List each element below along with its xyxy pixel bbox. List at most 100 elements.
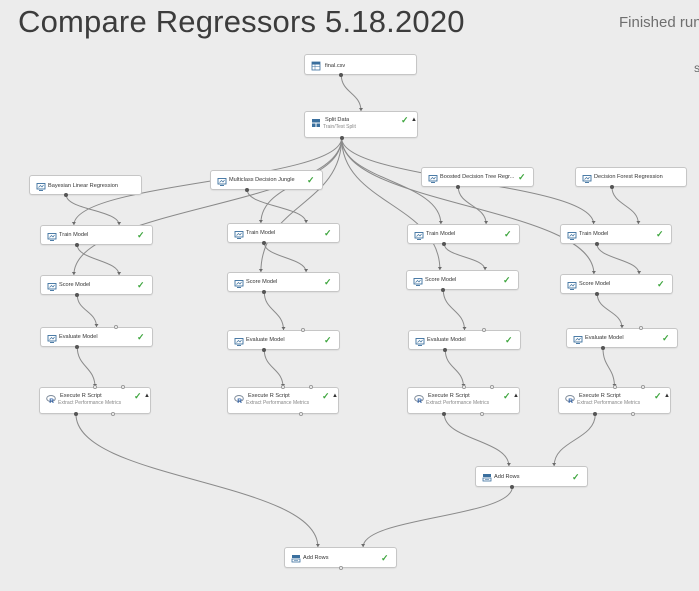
output-port[interactable] [339, 73, 344, 77]
module-boosted-decision-tree-regression[interactable]: Boosted Decision Tree Regr... ✓ [421, 167, 534, 187]
module-train-model-3[interactable]: Train Model ✓ [407, 224, 520, 244]
output-port[interactable] [443, 348, 448, 352]
connection-rscript_4-to-addrows_1[interactable] [553, 413, 596, 467]
output-port[interactable] [262, 290, 267, 294]
module-evaluate-model-3[interactable]: Evaluate Model ✓ [408, 330, 521, 350]
connection-final_csv-to-split_data[interactable] [340, 74, 362, 112]
module-evaluate-model-4[interactable]: Evaluate Model ✓ [566, 328, 678, 348]
module-multiclass-decision-jungle[interactable]: Multiclass Decision Jungle ✓ [210, 170, 323, 190]
connection-score_4-to-evaluate_4[interactable] [596, 293, 623, 329]
module-label: Score Model [425, 277, 457, 283]
connection-score_3-to-evaluate_3[interactable] [442, 289, 465, 331]
module-score-model-3[interactable]: Score Model ✓ [406, 270, 519, 290]
input-port[interactable] [639, 326, 644, 330]
output-port[interactable] [338, 566, 343, 570]
output-port[interactable] [595, 292, 600, 296]
connection-evaluate_4-to-rscript_4[interactable] [602, 347, 615, 388]
model-icon [46, 281, 57, 292]
connection-multiclass-to-train_2[interactable] [246, 189, 307, 224]
connection-score_1-to-evaluate_1[interactable] [76, 294, 97, 328]
input-port[interactable] [640, 385, 645, 389]
module-execute-r-script-2[interactable]: R Execute R Script Extract Performance M… [227, 387, 339, 414]
connection-addrows_1-to-addrows_2[interactable] [362, 486, 513, 548]
module-split-data[interactable]: Split Data Train/Test Split ✓ ▲ [304, 111, 418, 138]
connection-arrowhead [304, 220, 309, 223]
output-port[interactable] [110, 412, 115, 416]
connection-evaluate_3-to-rscript_3[interactable] [444, 349, 464, 388]
output-port[interactable] [442, 242, 447, 246]
input-port[interactable] [300, 328, 305, 332]
connection-split_data-to-score_3[interactable] [341, 137, 441, 271]
module-final-csv[interactable]: final.csv [304, 54, 417, 75]
connection-bayesian-to-train_1[interactable] [65, 194, 120, 226]
module-train-model-2[interactable]: Train Model ✓ [227, 223, 340, 243]
connection-evaluate_1-to-rscript_1[interactable] [76, 346, 96, 388]
expand-caret-icon[interactable]: ▲ [411, 117, 417, 123]
module-add-rows-1[interactable]: Add Rows ✓ [475, 466, 588, 487]
expand-caret-icon[interactable]: ▲ [144, 393, 150, 399]
module-execute-r-script-1[interactable]: R Execute R Script Extract Performance M… [39, 387, 151, 414]
output-port[interactable] [75, 345, 80, 349]
input-port[interactable] [121, 385, 125, 389]
input-port[interactable] [612, 385, 617, 389]
add-rows-icon [290, 553, 301, 564]
output-port[interactable] [245, 188, 250, 192]
module-train-model-4[interactable]: Train Model ✓ [560, 224, 672, 244]
output-port[interactable] [75, 243, 80, 247]
connection-split_data-to-score_1[interactable] [73, 137, 343, 276]
input-port[interactable] [489, 385, 494, 389]
connection-train_1-to-score_1[interactable] [76, 244, 120, 276]
output-port[interactable] [630, 412, 635, 416]
output-port[interactable] [609, 185, 614, 189]
connection-rscript_1-to-addrows_2[interactable] [75, 413, 319, 548]
output-port[interactable] [593, 412, 598, 416]
input-port[interactable] [309, 385, 313, 389]
module-execute-r-script-4[interactable]: R Execute R Script Extract Performance M… [558, 387, 671, 414]
connection-boosted-to-train_3[interactable] [457, 186, 487, 225]
output-port[interactable] [456, 185, 461, 189]
module-score-model-2[interactable]: Score Model ✓ [227, 272, 340, 292]
connection-split_data-to-score_2[interactable] [260, 137, 343, 273]
connection-decision_forest-to-train_4[interactable] [611, 186, 639, 225]
output-port[interactable] [298, 412, 303, 416]
output-port[interactable] [479, 412, 484, 416]
input-port[interactable] [481, 328, 486, 332]
module-train-model-1[interactable]: Train Model ✓ [40, 225, 153, 245]
connection-evaluate_2-to-rscript_2[interactable] [263, 349, 284, 388]
module-bayesian-linear-regression[interactable]: Bayesian Linear Regression [29, 175, 142, 195]
output-port[interactable] [339, 136, 344, 140]
output-port[interactable] [64, 193, 69, 197]
output-port[interactable] [75, 293, 80, 297]
connection-split_data-to-score_4[interactable] [341, 137, 595, 275]
input-port[interactable] [461, 385, 466, 389]
output-port[interactable] [600, 346, 605, 350]
expand-caret-icon[interactable]: ▲ [664, 393, 670, 399]
connection-train_4-to-score_4[interactable] [596, 243, 640, 275]
connection-arrowhead [94, 324, 99, 327]
output-port[interactable] [442, 412, 447, 416]
connection-split_data-to-train_1[interactable] [73, 137, 343, 226]
module-decision-forest-regression[interactable]: Decision Forest Regression [575, 167, 687, 187]
module-evaluate-model-2[interactable]: Evaluate Model ✓ [227, 330, 340, 350]
module-score-model-1[interactable]: Score Model ✓ [40, 275, 153, 295]
module-evaluate-model-1[interactable]: Evaluate Model ✓ [40, 327, 153, 347]
module-execute-r-script-3[interactable]: R Execute R Script Extract Performance M… [407, 387, 520, 414]
connection-train_3-to-score_3[interactable] [443, 243, 486, 271]
module-score-model-4[interactable]: Score Model ✓ [560, 274, 673, 294]
expand-caret-icon[interactable]: ▲ [332, 393, 338, 399]
module-add-rows-2[interactable]: Add Rows ✓ [284, 547, 397, 568]
input-port[interactable] [93, 385, 97, 389]
output-port[interactable] [594, 242, 599, 246]
expand-caret-icon[interactable]: ▲ [513, 393, 519, 399]
output-port[interactable] [262, 241, 267, 245]
connection-rscript_3-to-addrows_1[interactable] [443, 413, 510, 467]
connection-score_2-to-evaluate_2[interactable] [263, 291, 284, 331]
input-port[interactable] [113, 325, 118, 329]
output-port[interactable] [510, 485, 515, 489]
input-port[interactable] [281, 385, 285, 389]
output-port[interactable] [441, 288, 446, 292]
output-port[interactable] [262, 348, 267, 352]
connection-train_2-to-score_2[interactable] [263, 242, 307, 273]
output-port[interactable] [73, 412, 78, 416]
